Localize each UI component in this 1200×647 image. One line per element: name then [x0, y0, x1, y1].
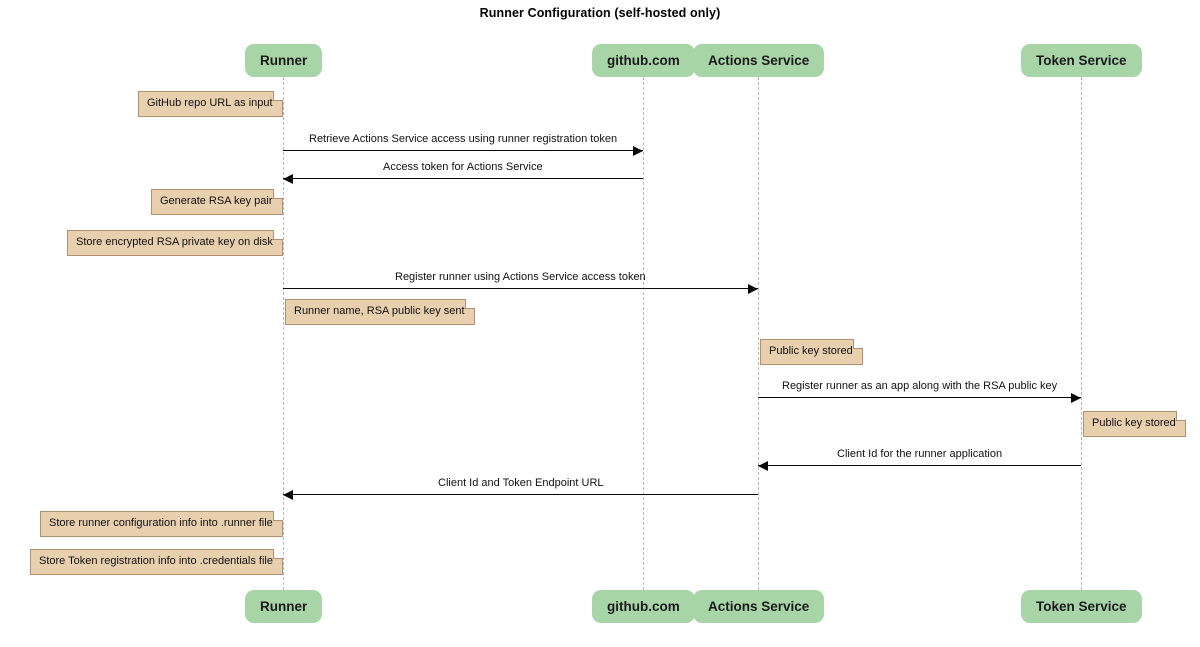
message-label-m6: Client Id and Token Endpoint URL [438, 477, 604, 489]
note-label: Runner name, RSA public key sent [294, 305, 465, 318]
arrowhead-right-icon [1071, 393, 1081, 403]
arrowhead-right-icon [633, 146, 643, 156]
message-line-m5 [758, 465, 1081, 466]
note-n1: GitHub repo URL as input [138, 91, 283, 117]
message-label-m5: Client Id for the runner application [837, 448, 1003, 460]
lifeline-token [1081, 77, 1082, 590]
message-label-m1: Retrieve Actions Service access using ru… [309, 133, 618, 145]
note-n6: Public key stored [1083, 411, 1186, 437]
message-line-m1 [283, 150, 643, 151]
participant-top-actions[interactable]: Actions Service [693, 44, 825, 77]
message-line-m6 [283, 494, 758, 495]
note-label: Public key stored [1092, 417, 1176, 430]
arrowhead-left-icon [758, 461, 768, 471]
participant-top-github[interactable]: github.com [592, 44, 695, 77]
participant-bottom-runner[interactable]: Runner [245, 590, 323, 623]
note-n2: Generate RSA key pair [151, 189, 283, 215]
note-n4: Runner name, RSA public key sent [285, 299, 475, 325]
note-label: Store runner configuration info into .ru… [49, 517, 273, 530]
note-label: Generate RSA key pair [160, 195, 273, 208]
message-label-m4: Register runner as an app along with the… [782, 380, 1058, 392]
note-label: Store encrypted RSA private key on disk [76, 236, 273, 249]
note-n3: Store encrypted RSA private key on disk [67, 230, 283, 256]
message-label-m3: Register runner using Actions Service ac… [395, 271, 646, 283]
participant-top-token[interactable]: Token Service [1021, 44, 1142, 77]
arrowhead-right-icon [748, 284, 758, 294]
arrowhead-left-icon [283, 174, 293, 184]
participant-bottom-github[interactable]: github.com [592, 590, 695, 623]
message-line-m2 [283, 178, 643, 179]
participant-bottom-actions[interactable]: Actions Service [693, 590, 825, 623]
note-n8: Store Token registration info into .cred… [30, 549, 283, 575]
participant-top-runner[interactable]: Runner [245, 44, 323, 77]
page-title: Runner Configuration (self-hosted only) [479, 6, 721, 20]
note-label: Public key stored [769, 345, 853, 358]
message-label-m2: Access token for Actions Service [383, 161, 543, 173]
note-n5: Public key stored [760, 339, 863, 365]
note-n7: Store runner configuration info into .ru… [40, 511, 283, 537]
note-label: Store Token registration info into .cred… [39, 555, 273, 568]
lifeline-runner [283, 77, 284, 590]
note-label: GitHub repo URL as input [147, 97, 273, 110]
lifeline-github [643, 77, 644, 590]
lifeline-actions [758, 77, 759, 590]
participant-bottom-token[interactable]: Token Service [1021, 590, 1142, 623]
message-line-m3 [283, 288, 758, 289]
arrowhead-left-icon [283, 490, 293, 500]
message-line-m4 [758, 397, 1081, 398]
